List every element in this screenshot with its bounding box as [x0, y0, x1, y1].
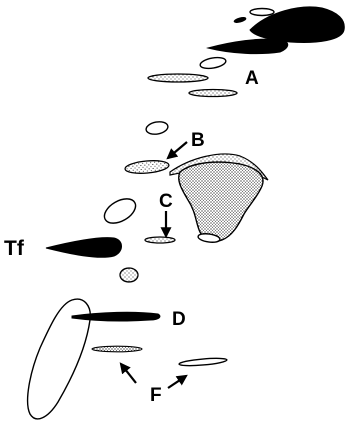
stippled-oval-b: [125, 159, 170, 175]
label-c: C: [159, 191, 173, 212]
stippled-oval-c: [145, 237, 175, 243]
arrow-f-left: [121, 364, 136, 383]
tf-black-structure: [46, 238, 122, 258]
arrow-f-right: [168, 376, 186, 388]
label-a: A: [245, 68, 259, 89]
stippled-bar-f1: [92, 346, 142, 352]
outline-oval-b2: [100, 194, 139, 228]
large-stippled-structure: [179, 162, 263, 242]
small-dash-shape: [234, 17, 247, 24]
stippled-round-blob: [120, 268, 138, 282]
small-outline-shape: [250, 9, 274, 16]
label-f: F: [150, 385, 162, 406]
stippled-oval-a1: [148, 74, 208, 82]
black-elongated-shape: [208, 39, 288, 54]
group-b-structures: [100, 120, 268, 243]
label-b: B: [191, 130, 205, 151]
outline-oval-b1: [145, 120, 169, 136]
stippled-oval-a2: [189, 90, 237, 97]
label-tf: Tf: [4, 237, 25, 260]
outline-oval-a1: [199, 56, 226, 70]
arrow-b: [168, 142, 187, 158]
label-d: D: [172, 309, 186, 330]
lower-structures: [28, 299, 228, 419]
outline-bar-f2: [179, 357, 227, 367]
